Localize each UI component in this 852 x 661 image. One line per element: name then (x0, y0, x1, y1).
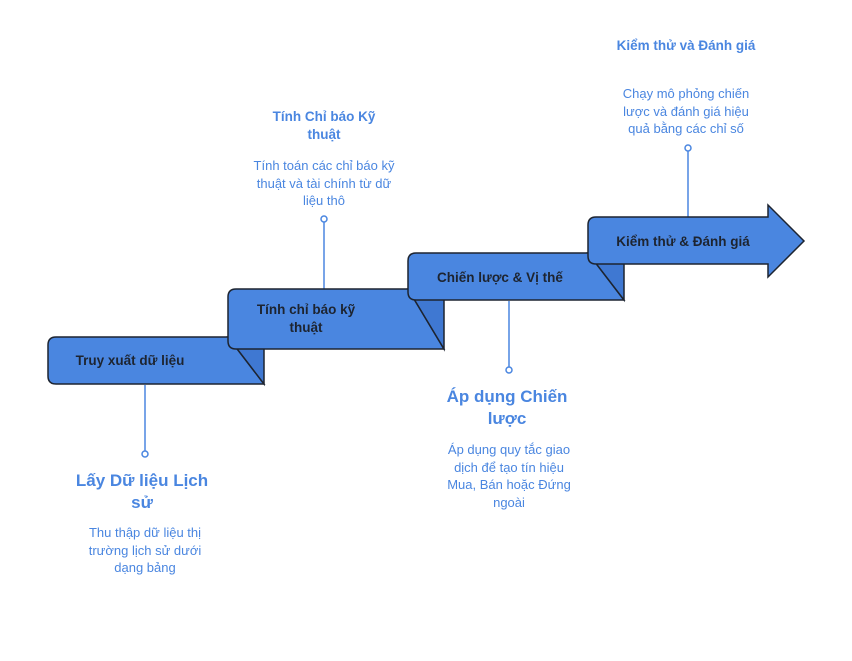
step-label-1: Truy xuất dữ liệu (75, 353, 185, 368)
step-label-3: Chiến lược & Vị thế (437, 270, 563, 285)
step-description-3: Áp dụng quy tắc giao dịch để tạo tín hiệ… (447, 442, 571, 510)
step-description-1: Thu thập dữ liệu thị trường lịch sử dưới… (88, 525, 202, 576)
connector-dot-step-1 (141, 450, 149, 458)
step-description-4: Chạy mô phỏng chiến lược và đánh giá hiệ… (622, 86, 750, 137)
step-block-2 (227, 288, 446, 352)
step-block-4-arrow (587, 203, 806, 279)
connector-dot-step-3 (505, 366, 513, 374)
connector-dot-step-4 (684, 144, 692, 152)
step-label-2: Tính chỉ báo kỹ thuật (256, 302, 356, 335)
step-title-1: Lấy Dữ liệu Lịch sử (75, 471, 209, 513)
step-label-4: Kiểm thử & Đánh giá (616, 234, 750, 249)
step-title-4: Kiểm thử và Đánh giá (616, 38, 756, 53)
connector-dot-step-2 (320, 215, 328, 223)
step-title-2: Tính Chỉ báo Kỹ thuật (272, 109, 376, 142)
step-description-2: Tính toán các chỉ báo kỹ thuật và tài ch… (253, 158, 395, 209)
step-title-3: Áp dụng Chiến lược (446, 387, 568, 429)
